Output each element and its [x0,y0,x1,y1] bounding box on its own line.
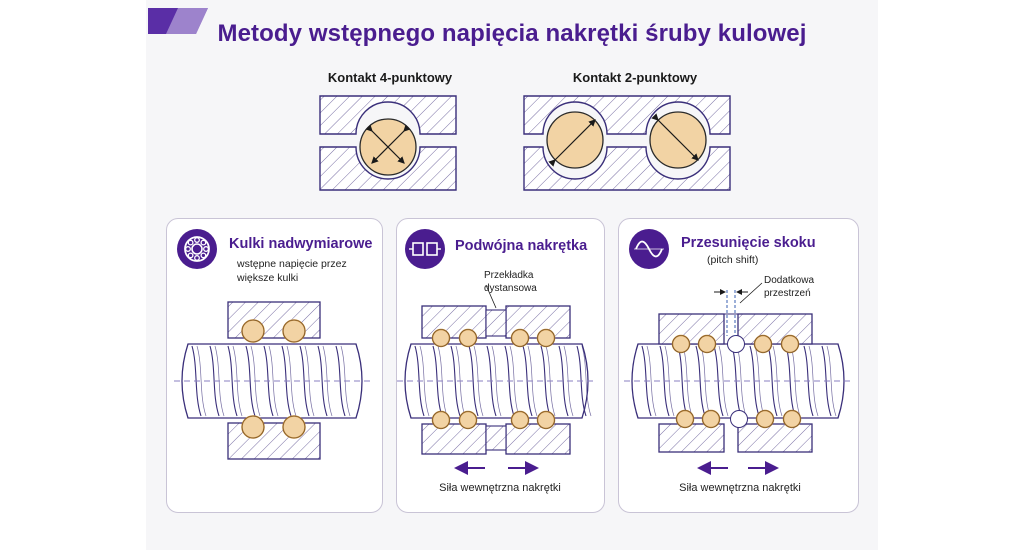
card-double-nut-title: Podwójna nakrętka [455,238,588,254]
thread-line [468,345,479,417]
double-nut-screw [397,284,596,475]
thread-line [581,345,592,417]
spacer-leader-line [485,284,497,309]
spacer-annotation-1: Przekładka [484,270,534,281]
thread-line [317,345,328,417]
ball-outline [459,411,477,429]
empty-ball-slot [727,335,745,353]
ball-outline [511,329,529,347]
ball-outline [781,335,799,353]
pitch-shift-screw [624,282,852,475]
ball-outline [698,335,716,353]
thread-line [227,345,238,417]
card-oversize-title: Kulki nadwymiarowe [229,236,373,252]
card-pitch-shift-title: Przesunięcie skoku [681,235,816,251]
thread-line [646,345,657,417]
nut-left-top [421,305,487,339]
thread-line [335,345,346,417]
two-point-diagram [523,95,731,191]
screw-block-bottom [319,146,457,191]
nut-bottom-left [658,423,725,453]
thread-line [509,345,520,417]
screw-shaft [404,343,589,419]
card-pitch-shift-subtitle: (pitch shift) [707,254,759,266]
ball-ring-icon [177,229,217,269]
thread-line [196,345,207,417]
thread-line [718,345,729,417]
ball-outline [754,335,772,353]
sine-wave-icon [629,229,669,269]
ball-outline [676,410,694,428]
card-oversize-subtitle-2: większe kulki [237,272,299,284]
thread-line [286,345,297,417]
ball-outline [432,411,450,429]
ball-outline [241,319,265,343]
ball-outline [511,411,529,429]
screw-block-bottom [523,146,731,191]
thread-line [558,345,569,417]
card-oversize-subtitle-1: wstępne napięcie przez [237,258,347,270]
double-nut-icon [405,229,445,269]
ball-outline [282,319,306,343]
nut-block-top [319,95,457,135]
nut-top-right [737,313,813,345]
extra-space-leader-line [739,282,763,304]
oversize-screw [174,301,370,460]
ball-outline [537,329,555,347]
ball-outline [459,329,477,347]
contact-diagrams [319,95,731,191]
contact-arrow [651,113,699,161]
thread-line [450,345,461,417]
thread-line [491,345,502,417]
contact-arrow [548,119,596,167]
thread-line [808,345,819,417]
thread-line [826,345,837,417]
nut-block-top [523,95,731,135]
extra-space-annotation-1: Dodatkowa [764,275,815,286]
corner-decoration [148,8,208,34]
page-title: Metody wstępnego napięcia nakrętki śruby… [217,20,807,47]
ball-outline [702,410,720,428]
screw-shaft [181,343,363,419]
contact-arrow [371,124,411,164]
pitch-shift-force-label: Siła wewnętrzna nakrętki [679,482,801,494]
ball-outline [756,410,774,428]
ball-outline [783,410,801,428]
ball-outline [537,411,555,429]
spacer-top [485,309,507,337]
ball-outline [282,415,306,439]
four-point-contact-label: Kontakt 4-punktowy [327,70,453,85]
ball-outline [241,415,265,439]
nut-left-bottom [421,423,487,455]
thread-line [767,345,778,417]
extra-space-annotation-2: przestrzeń [764,288,811,299]
thread-line [419,345,430,417]
thread-line [268,345,279,417]
two-point-contact-label: Kontakt 2-punktowy [572,70,698,85]
thread-line [540,345,551,417]
thread-line [245,345,256,417]
empty-ball-slot [730,410,748,428]
nut-right-bottom [505,423,571,455]
four-point-diagram [319,95,457,191]
nut-bottom-right [737,423,813,453]
ball-outline [672,335,690,353]
spacer-annotation-2: dystansowa [484,283,537,294]
spacer-bottom [485,425,507,451]
thread-line [695,345,706,417]
double-nut-force-label: Siła wewnętrzna nakrętki [439,482,561,494]
ball-outline [432,329,450,347]
